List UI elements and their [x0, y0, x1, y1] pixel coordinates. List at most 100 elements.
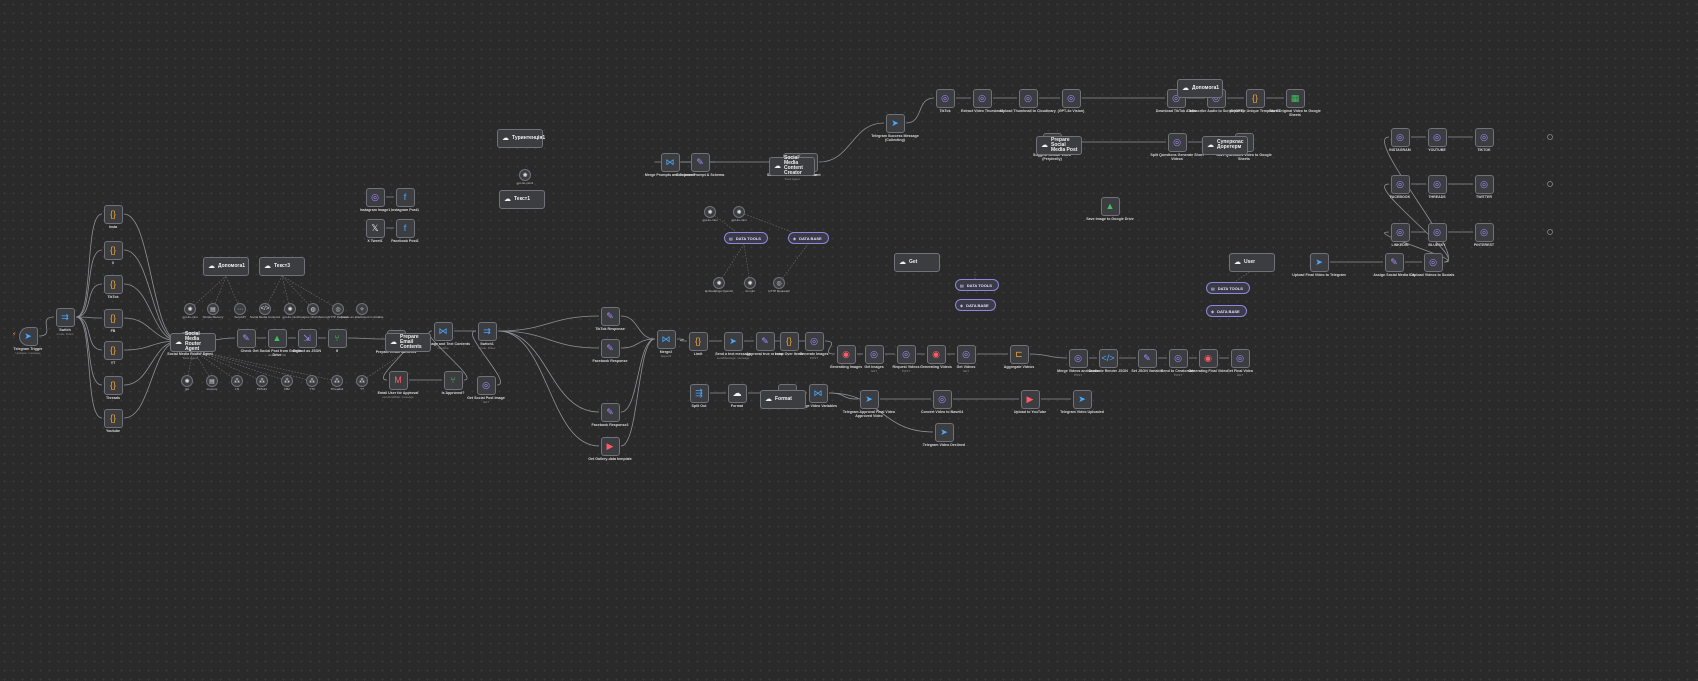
sub-node-postgres-chat-memory[interactable]: ◍: [307, 303, 319, 315]
output-handle[interactable]: [1547, 229, 1553, 235]
sub-node-yt2[interactable]: ⁂: [306, 375, 318, 387]
node-merge2[interactable]: ⋈: [656, 329, 676, 349]
vector-pill-data-tools[interactable]: ▤DATA TOOLS: [955, 279, 999, 291]
node-loop-over-items[interactable]: {}: [779, 331, 799, 351]
node-generating-final-video[interactable]: ◉: [1198, 348, 1218, 368]
node-approval-true-or-error[interactable]: ✎: [755, 331, 775, 351]
node-twitter[interactable]: ◎: [1474, 174, 1494, 194]
node-save-image-to-google-drive[interactable]: ▲: [1100, 196, 1120, 216]
node-merge-video-variables[interactable]: ⋈: [808, 383, 828, 403]
node-switch1[interactable]: ⇉: [477, 321, 497, 341]
node-get-social-post-from-google-drive[interactable]: ▲: [267, 328, 287, 348]
sub-node-threads2[interactable]: ⁂: [331, 375, 343, 387]
node-tiktok-response[interactable]: ✎: [600, 306, 620, 326]
node-generate-images[interactable]: ◎: [804, 331, 824, 351]
node-facebook[interactable]: ◎: [1390, 174, 1410, 194]
node-save-original-video-to-google-sheets[interactable]: ▦: [1285, 88, 1305, 108]
node-upload-thumbnail-to-cloudinary[interactable]: ◎: [1018, 88, 1038, 108]
sub-node-gpt-4o-mini[interactable]: ✺: [284, 303, 296, 315]
node-telegram-approval-final-video-approved-video[interactable]: ➤: [859, 389, 879, 409]
agent-node-1[interactable]: ☁Текст1: [499, 189, 545, 209]
node-extract-video-thumbnail[interactable]: ◎: [972, 88, 992, 108]
node-gpt-4o-vision[interactable]: ◎: [1061, 88, 1081, 108]
agent-node-social-media-router-agent[interactable]: ☁Social Media Router Agent: [170, 332, 216, 352]
sub-node-gpt[interactable]: ✺: [181, 375, 193, 387]
node-request-videos[interactable]: ◎: [896, 344, 916, 364]
sub-node-create-an-attachment-in-airtable[interactable]: ✧: [356, 303, 368, 315]
node-get-images[interactable]: ◎: [864, 344, 884, 364]
vector-pill-data-tools[interactable]: ▤DATA TOOLS: [1206, 282, 1250, 294]
sub-node-embeddings-openai[interactable]: ✺: [713, 277, 725, 289]
node-send-to-creatomate[interactable]: ◎: [1168, 348, 1188, 368]
node-youtube[interactable]: {}: [103, 408, 123, 428]
sub-node-fb2[interactable]: ⁂: [281, 375, 293, 387]
agent-node-prepare-email-contents[interactable]: ☁Prepare Email Contents: [385, 332, 431, 352]
node-linkedin[interactable]: ◎: [1390, 222, 1410, 242]
node-email-user-for-approval[interactable]: M: [388, 370, 408, 390]
node-yt[interactable]: {}: [103, 340, 123, 360]
node-telegram-video-uploaded[interactable]: ➤: [1072, 389, 1092, 409]
node-merge-image-and-text-contents[interactable]: ⋈: [433, 321, 453, 341]
node-format[interactable]: ☁: [727, 383, 747, 403]
node-x-tweet1[interactable]: 𝕏: [365, 218, 385, 238]
node-tiktok[interactable]: ◎: [1474, 127, 1494, 147]
node-threads[interactable]: {}: [103, 375, 123, 395]
sub-node-tiktok1[interactable]: ⁂: [256, 375, 268, 387]
node-aggregate-videos[interactable]: ⊏: [1009, 344, 1029, 364]
vector-pill-data-tools[interactable]: ▤DATA TOOLS: [724, 232, 768, 244]
node-insta[interactable]: {}: [103, 204, 123, 224]
node-instagram[interactable]: ◎: [1390, 127, 1410, 147]
sub-node-http-request2[interactable]: ◎: [773, 277, 785, 289]
sub-node-gpt-4o-mini[interactable]: ✺: [733, 206, 745, 218]
node-fb[interactable]: {}: [103, 308, 123, 328]
node-telegram-success-message-collecting[interactable]: ➤: [885, 113, 905, 133]
vector-pill-data-base[interactable]: ◈DATA BASE: [1206, 305, 1247, 317]
node-instagram-post1[interactable]: f: [395, 187, 415, 207]
sub-node-gpt-4o-mini1[interactable]: ✺: [519, 169, 531, 181]
node-upload-videos-to-socials[interactable]: ◎: [1423, 252, 1443, 272]
vector-pill-data-base[interactable]: ◈DATA BASE: [788, 232, 829, 244]
sub-node-http-request[interactable]: ◎: [332, 303, 344, 315]
sub-node-serpapi[interactable]: ⋯: [234, 303, 246, 315]
node-get-social-post-image[interactable]: ◎: [476, 375, 496, 395]
node-merge-videos-and-audio[interactable]: ◎: [1068, 348, 1088, 368]
agent-node-3[interactable]: ☁Текст3: [259, 256, 305, 276]
node-youtube[interactable]: ◎: [1427, 127, 1447, 147]
node-telegram-video-declined[interactable]: ➤: [934, 422, 954, 442]
node-generating-images[interactable]: ◉: [836, 344, 856, 364]
node-split-out[interactable]: ⇶: [689, 383, 709, 403]
node-split-questions-generate-short-videos[interactable]: ◎: [1167, 132, 1187, 152]
node-facebook-response2[interactable]: ✎: [600, 402, 620, 422]
vector-pill-data-base[interactable]: ◈DATA BASE: [955, 299, 996, 311]
sub-node-yt[interactable]: ⁂: [356, 375, 368, 387]
node-generate-render-json[interactable]: </>: [1098, 348, 1118, 368]
node-tiktok[interactable]: {}: [103, 274, 123, 294]
node-check[interactable]: ✎: [236, 328, 256, 348]
agent-node-user[interactable]: ☁User: [1229, 252, 1275, 272]
node-instagram-image1[interactable]: ◎: [365, 187, 385, 207]
node-facebook-post1[interactable]: f: [395, 218, 415, 238]
agent-node-social-media-content-creator[interactable]: ☁Social Media Content Creator: [769, 156, 815, 176]
node-set-json-variable[interactable]: ✎: [1137, 348, 1157, 368]
node-get-gallery-data-template[interactable]: ▶: [600, 436, 620, 456]
sub-node-gpt-4o-mini[interactable]: ✺: [184, 303, 196, 315]
agent-node-1[interactable]: ☁Допомога1: [1177, 78, 1223, 98]
node-limit[interactable]: {}: [688, 331, 708, 351]
node-get-final-video[interactable]: ◎: [1230, 348, 1250, 368]
node-telegram-trigger[interactable]: ➤: [18, 326, 38, 346]
node-generate-unique-template-id[interactable]: {}: [1245, 88, 1265, 108]
agent-node-1[interactable]: ☁Допомога1: [203, 256, 249, 276]
agent-node-get[interactable]: ☁Get: [894, 252, 940, 272]
node-assign-social-media-ids[interactable]: ✎: [1384, 252, 1404, 272]
sub-node-simple-memory[interactable]: ▤: [207, 303, 219, 315]
node-get-videos[interactable]: ◎: [956, 344, 976, 364]
node-switch[interactable]: ⇉: [55, 307, 75, 327]
node-facebook-response[interactable]: ✎: [600, 338, 620, 358]
node-generating-videos[interactable]: ◉: [926, 344, 946, 364]
sub-node-gpt-4o-mini[interactable]: ✺: [704, 206, 716, 218]
sub-node-ln[interactable]: ⁂: [231, 375, 243, 387]
sub-node-social-media-content1[interactable]: </>: [259, 303, 271, 315]
node-x[interactable]: {}: [103, 240, 123, 260]
node-threads[interactable]: ◎: [1427, 174, 1447, 194]
